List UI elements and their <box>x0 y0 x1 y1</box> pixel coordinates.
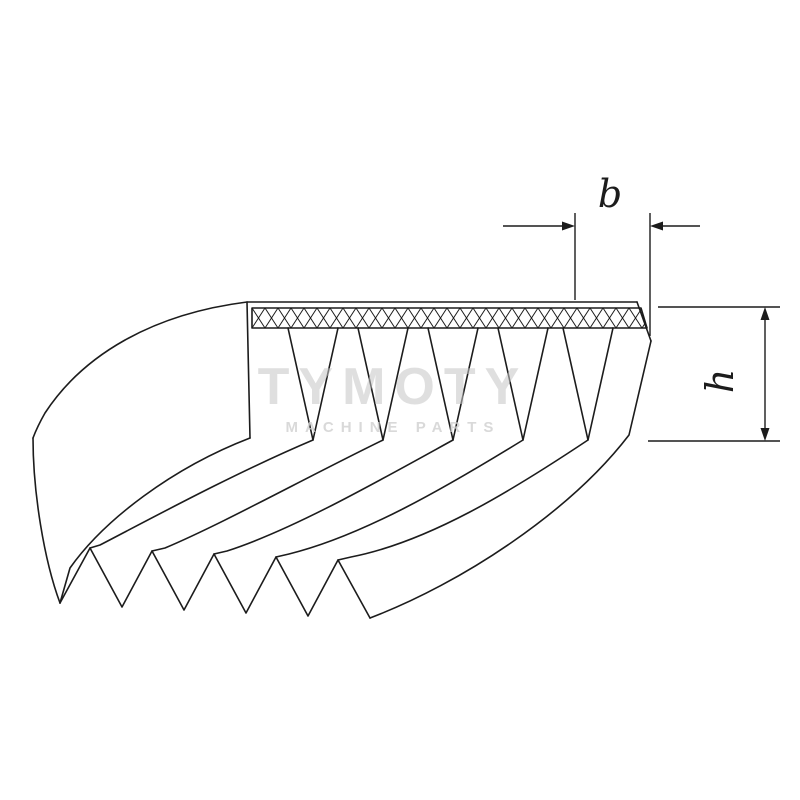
belt-outer-end-edge <box>32 437 61 604</box>
watermark-tagline: MACHINE PARTS <box>286 419 501 436</box>
watermark-brand: TYMOTY <box>258 358 529 416</box>
rib-curve <box>59 437 251 604</box>
rib-curve <box>275 439 524 558</box>
belt-groove <box>562 327 614 441</box>
dimension-h-arrows <box>760 307 770 441</box>
arrowhead-up-icon <box>760 307 770 320</box>
dim-h-label: h <box>698 369 742 393</box>
rib-curve <box>89 439 314 549</box>
rib-curve <box>369 340 652 619</box>
dim-b-label: b <box>598 172 622 216</box>
rib-curve <box>213 439 454 555</box>
rib-curve <box>337 439 589 561</box>
dimension-b <box>503 213 700 336</box>
dimension-h <box>648 306 780 442</box>
rib-end-zigzag <box>59 547 371 619</box>
arrowhead-left-icon <box>650 221 663 231</box>
dimension-b-arrows <box>562 221 663 231</box>
arrowhead-down-icon <box>760 428 770 441</box>
section-hatch-band <box>251 307 648 329</box>
belt-outer-curve <box>32 301 248 439</box>
belt-left-edge <box>246 301 251 439</box>
arrowhead-right-icon <box>562 221 575 231</box>
rib-curve <box>151 439 384 552</box>
watermark: TYMOTY MACHINE PARTS <box>258 358 529 436</box>
belt-line-art <box>32 301 652 619</box>
